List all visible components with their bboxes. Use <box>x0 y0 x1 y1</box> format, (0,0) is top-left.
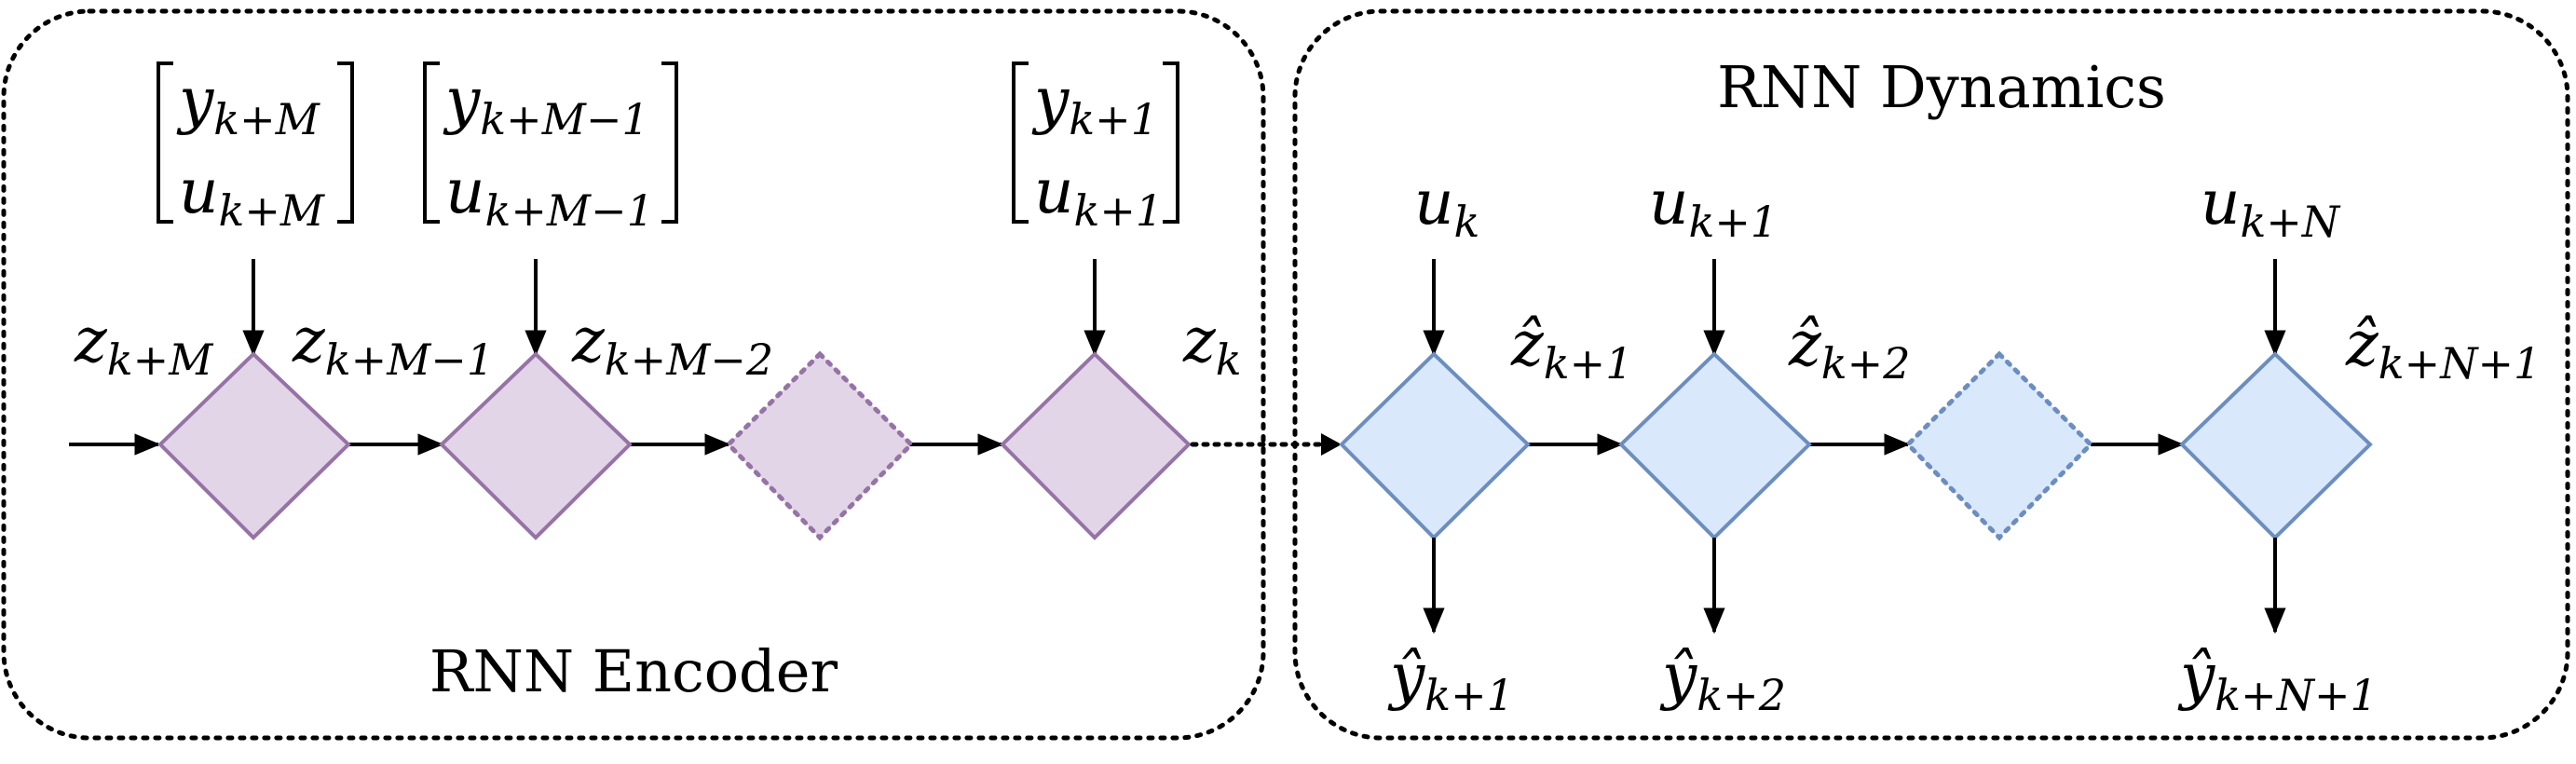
right-bracket <box>661 61 678 224</box>
encoder-input-u: uk+M−1 <box>445 156 654 236</box>
encoder-cell-ellipsis <box>725 350 915 541</box>
dynamics-output-label-1: ŷk+1 <box>1387 640 1514 720</box>
left-bracket <box>1012 61 1029 224</box>
encoder-input-y: yk+M−1 <box>443 64 649 144</box>
encoder-state-label-3: zk+M−2 <box>571 305 773 385</box>
encoder-state-label-4: zk <box>1182 305 1242 385</box>
encoder-state-label-1: zk+M <box>74 305 214 385</box>
encoder-cell-1 <box>157 351 351 540</box>
right-bracket <box>1163 61 1179 224</box>
dynamics-title: RNN Dynamics <box>1717 53 2166 121</box>
encoder-input-vector-2: yk+M−1 uk+M−1 <box>423 61 678 236</box>
dynamics-input-label-2: uk+1 <box>1649 167 1778 247</box>
dynamics-state-label-1: ẑk+1 <box>1510 308 1632 389</box>
encoder-to-dynamics-arrowhead <box>1321 433 1342 456</box>
dynamics-panel <box>1292 8 2570 741</box>
dynamics-state-label-2: ẑk+2 <box>1788 308 1910 389</box>
dynamics-cell-ellipsis <box>1904 350 2094 541</box>
encoder-input-u: uk+1 <box>1034 156 1163 236</box>
encoder-state-label-2: zk+M−1 <box>292 305 494 385</box>
dynamics-input-label-1: uk <box>1414 167 1479 247</box>
left-bracket <box>157 61 173 224</box>
dynamics-cell-1 <box>1339 351 1531 540</box>
dynamics-state-label-3: ẑk+N+1 <box>2345 308 2541 389</box>
encoder-input-y: yk+M <box>176 64 321 144</box>
left-bracket <box>423 61 440 224</box>
encoder-panel <box>1 8 1266 741</box>
dynamics-cell-2 <box>1618 351 1812 540</box>
dynamics-cell-3 <box>2179 351 2373 540</box>
dynamics-output-label-2: ŷk+2 <box>1659 640 1786 720</box>
encoder-title: RNN Encoder <box>429 637 838 705</box>
encoder-input-u: uk+M <box>179 156 326 236</box>
right-bracket <box>337 61 354 224</box>
encoder-input-vector-3: yk+1 uk+1 <box>1012 61 1179 236</box>
encoder-cell-2 <box>439 351 633 540</box>
dynamics-input-label-3: uk+N <box>2201 167 2341 247</box>
encoder-input-y: yk+1 <box>1031 64 1158 144</box>
encoder-input-vector-1: yk+M uk+M <box>157 61 354 236</box>
dynamics-output-label-3: ŷk+N+1 <box>2177 640 2378 720</box>
encoder-cell-3 <box>1000 351 1192 540</box>
